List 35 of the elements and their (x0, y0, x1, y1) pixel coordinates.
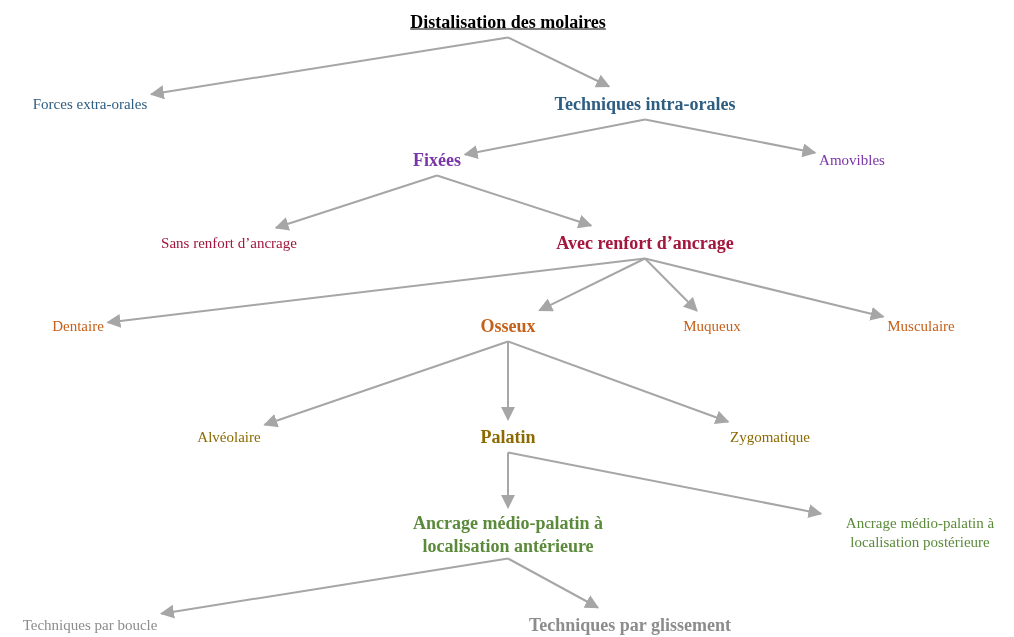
node-label: Dentaire (52, 314, 104, 338)
node-label: Palatin (480, 423, 536, 451)
arrow (274, 174, 438, 231)
arrow (106, 257, 646, 328)
arrow (263, 340, 509, 428)
arrow (463, 118, 646, 159)
arrow (507, 340, 730, 424)
node-label: Distalisation des molaires (410, 8, 606, 36)
arrow (436, 174, 593, 229)
node-label: Forces extra-orales (32, 92, 148, 116)
node-label: Musculaire (887, 314, 955, 338)
arrow (149, 36, 509, 100)
node-label: Techniques par glissement (529, 611, 731, 637)
arrow (644, 257, 698, 312)
node-label: Muqueux (683, 314, 741, 338)
arrow (507, 557, 600, 609)
arrow (644, 118, 817, 158)
arrow (538, 257, 646, 312)
node-label: Ancrage médio-palatin à localisation postérieure (825, 514, 1014, 552)
node-label: Amovibles (819, 148, 885, 172)
arrow (501, 451, 515, 509)
node-label: Zygomatique (730, 425, 810, 449)
arrow (501, 340, 515, 421)
node-label: Sans renfort d’ancrage (161, 231, 297, 255)
arrow (507, 451, 823, 519)
arrow (507, 36, 611, 88)
arrow (644, 257, 885, 321)
node-label: Osseux (480, 312, 536, 340)
node-label: Fixées (413, 146, 461, 174)
arrow (160, 557, 509, 619)
node-label: Avec renfort d’ancrage (556, 229, 734, 257)
node-label: Ancrage médio-palatin à localisation antérieure (383, 511, 633, 557)
node-label: Alvéolaire (197, 425, 261, 449)
node-label: Techniques par boucle (22, 613, 158, 637)
node-label: Techniques intra-orales (554, 90, 736, 118)
